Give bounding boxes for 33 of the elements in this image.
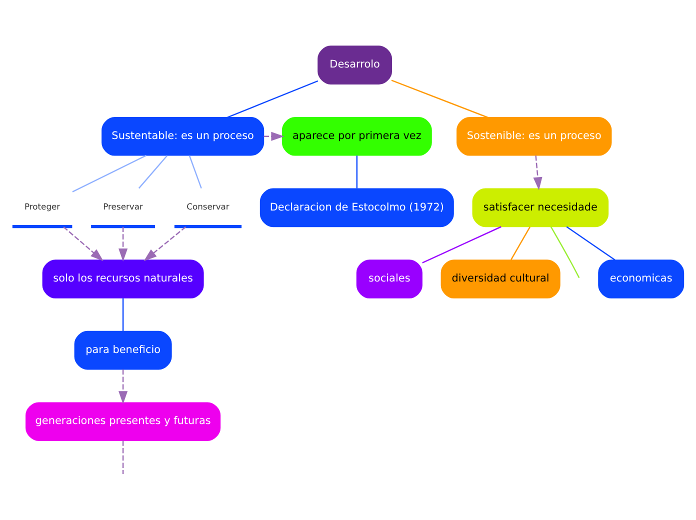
arrow [118,226,128,262]
arrow [533,155,542,190]
node-box: para beneficio [74,330,172,370]
connector [356,155,358,188]
connector [422,226,502,263]
node-box: Desarrolo [318,45,392,84]
node-box: solo los recursos naturales [42,259,204,298]
connector [510,226,531,260]
arrow [118,369,128,404]
node-box: Sostenible: es un proceso [456,116,612,156]
arrow [264,131,284,140]
node-box: sociales [356,259,422,298]
node-text: Proteger [24,201,60,212]
connector [391,79,488,118]
arrow [144,226,186,261]
connector [122,298,124,330]
node-box: Sustentable: es un proceso [102,116,264,156]
node-box: diversidad cultural [440,259,560,298]
node-text: Preservar [103,201,143,212]
arrow [63,226,104,261]
node-text: Conservar [186,201,230,212]
node-box: satisfacer necesidade [472,188,609,227]
node-box: economicas [598,259,684,298]
connector [227,80,318,118]
node-box: Declaracion de Estocolmo (1972) [260,188,454,227]
connector [72,154,147,192]
connector [122,440,124,474]
connector [138,154,168,188]
node-box: aparece por primera vez [282,116,432,156]
node-box: generaciones presentes y futuras [26,402,221,441]
connector [566,226,616,260]
connector [550,226,580,278]
connector [188,154,202,188]
